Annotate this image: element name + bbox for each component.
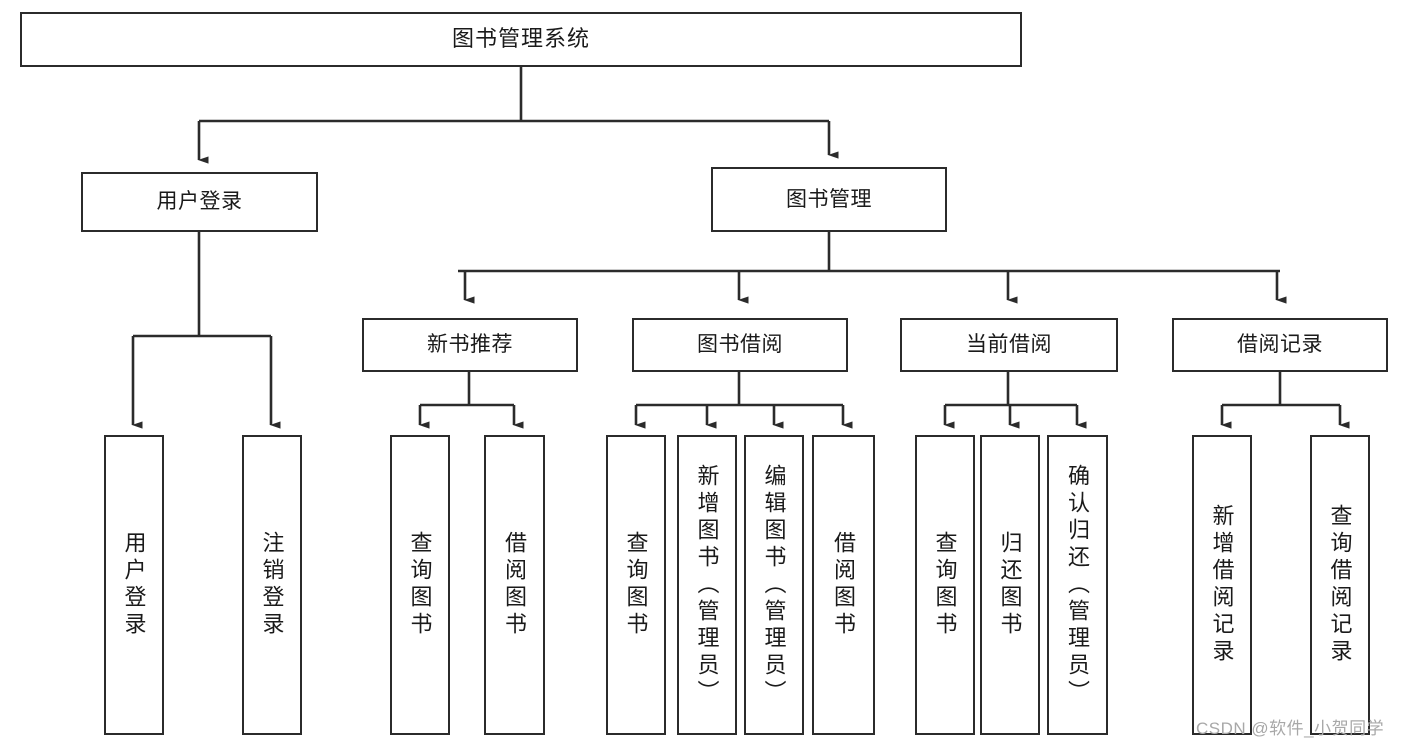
node-leaf-query-book-recommend[interactable]: 查询图书 <box>390 435 450 735</box>
node-borrow-record[interactable]: 借阅记录 <box>1172 318 1388 372</box>
node-root-book-management-system[interactable]: 图书管理系统 <box>20 12 1022 67</box>
node-current-borrow[interactable]: 当前借阅 <box>900 318 1118 372</box>
node-leaf-add-borrow-record[interactable]: 新增借阅记录 <box>1192 435 1252 735</box>
node-label: 查询借阅记录 <box>1327 504 1353 666</box>
node-leaf-confirm-return-admin[interactable]: 确认归还（管理员） <box>1047 435 1108 735</box>
node-label: 用户登录 <box>156 190 243 214</box>
node-leaf-query-book-borrow[interactable]: 查询图书 <box>606 435 666 735</box>
node-leaf-query-borrow-record[interactable]: 查询借阅记录 <box>1310 435 1370 735</box>
node-label: 确认归还（管理员） <box>1065 463 1091 707</box>
node-label: 借阅图书 <box>502 531 528 639</box>
watermark-text: CSDN @软件_小贺同学 <box>1196 719 1385 738</box>
node-user-login[interactable]: 用户登录 <box>81 172 318 232</box>
node-label: 借阅记录 <box>1237 333 1323 357</box>
node-leaf-edit-book-admin[interactable]: 编辑图书（管理员） <box>744 435 804 735</box>
node-label: 图书管理系统 <box>451 26 590 52</box>
node-label: 图书借阅 <box>697 333 783 357</box>
node-leaf-logout[interactable]: 注销登录 <box>242 435 302 735</box>
node-label: 查询图书 <box>932 531 958 639</box>
node-leaf-borrow-book-recommend[interactable]: 借阅图书 <box>484 435 545 735</box>
node-label: 当前借阅 <box>966 333 1052 357</box>
node-leaf-return-book[interactable]: 归还图书 <box>980 435 1040 735</box>
node-label: 查询图书 <box>407 531 433 639</box>
node-label: 借阅图书 <box>831 531 857 639</box>
node-label: 归还图书 <box>997 531 1023 639</box>
node-leaf-query-book-current[interactable]: 查询图书 <box>915 435 975 735</box>
node-label: 新增图书（管理员） <box>694 463 720 707</box>
node-leaf-borrow-book[interactable]: 借阅图书 <box>812 435 875 735</box>
node-label: 新书推荐 <box>427 333 513 357</box>
node-label: 新增借阅记录 <box>1209 504 1235 666</box>
node-book-borrow[interactable]: 图书借阅 <box>632 318 848 372</box>
node-leaf-add-book-admin[interactable]: 新增图书（管理员） <box>677 435 737 735</box>
node-label: 查询图书 <box>623 531 649 639</box>
node-leaf-user-login[interactable]: 用户登录 <box>104 435 164 735</box>
node-label: 编辑图书（管理员） <box>761 463 787 707</box>
node-label: 图书管理 <box>786 187 872 211</box>
node-book-management[interactable]: 图书管理 <box>711 167 947 232</box>
node-label: 用户登录 <box>121 531 147 639</box>
node-new-book-recommend[interactable]: 新书推荐 <box>362 318 578 372</box>
node-label: 注销登录 <box>259 531 285 639</box>
